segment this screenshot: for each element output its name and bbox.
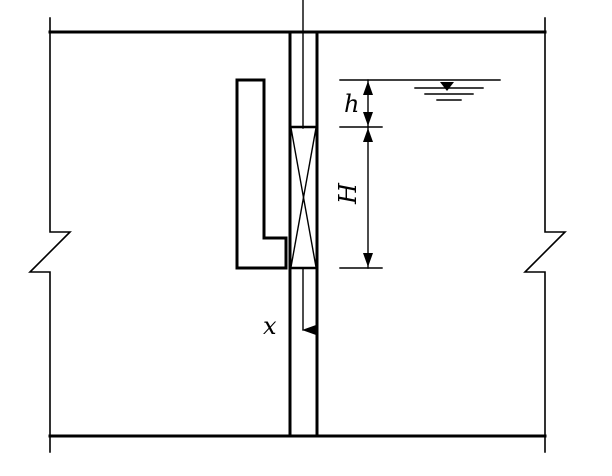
h-dimension xyxy=(363,79,373,128)
right-boundary-break-line xyxy=(523,17,567,453)
x-cross-marker xyxy=(288,125,319,270)
x-axis-label: x xyxy=(263,312,277,340)
left-boundary-break-line xyxy=(28,17,72,453)
H-label: H xyxy=(334,182,362,205)
l-shaped-object xyxy=(235,78,288,270)
h-label: h xyxy=(344,90,359,118)
H-dimension xyxy=(363,126,373,269)
free-surface-symbol xyxy=(414,82,484,101)
